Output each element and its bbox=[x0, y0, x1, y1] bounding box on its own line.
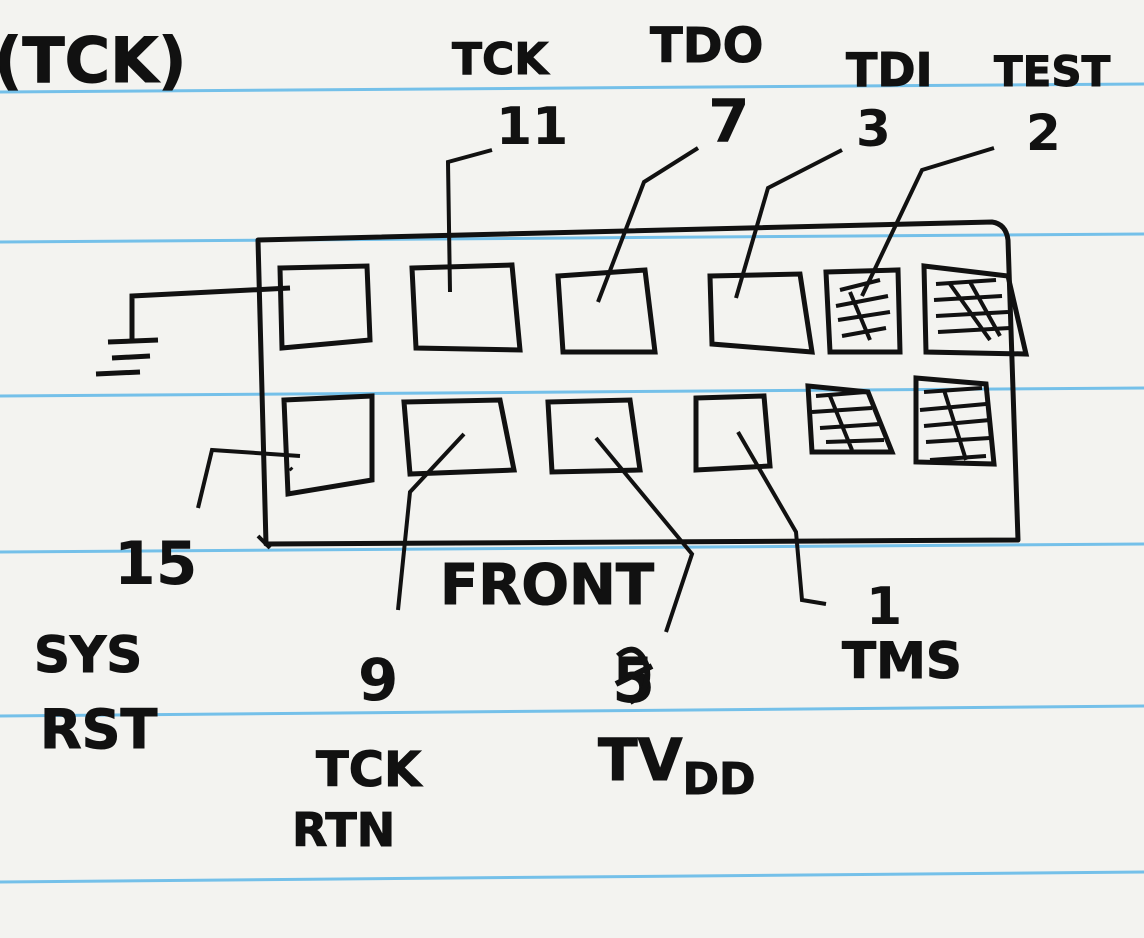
pin-socket-blocked-b bbox=[921, 263, 1030, 357]
leader-15 bbox=[196, 447, 301, 509]
strikethrough-scribble bbox=[614, 646, 654, 705]
pin-number-9: 9 bbox=[358, 646, 398, 714]
signal-label-tvdd: TVDD bbox=[598, 726, 756, 805]
leader-7 bbox=[596, 146, 700, 303]
top-pin-row bbox=[277, 262, 1030, 357]
bottom-leaders bbox=[196, 430, 827, 633]
rule-line bbox=[0, 704, 1144, 718]
outline-tick bbox=[256, 534, 272, 550]
rule-line bbox=[0, 870, 1144, 884]
hatch-mark bbox=[835, 278, 891, 341]
pin-socket-15 bbox=[281, 393, 375, 497]
scribble-stroke bbox=[614, 646, 654, 705]
pin-number-2: 2 bbox=[1026, 104, 1061, 162]
leader-2 bbox=[860, 146, 995, 297]
rule-line bbox=[0, 232, 1144, 244]
hatch-mark bbox=[919, 386, 991, 462]
signal-label-test: TEST bbox=[994, 47, 1111, 96]
ruled-lines bbox=[0, 82, 1144, 884]
signal-label-sys: SYS bbox=[34, 626, 142, 684]
pin-socket-3 bbox=[707, 271, 815, 355]
pin-number-3: 3 bbox=[856, 100, 891, 158]
pin-number-15: 15 bbox=[114, 529, 198, 599]
rule-line bbox=[0, 82, 1144, 94]
pin-socket-5 bbox=[545, 397, 643, 475]
top-leaders bbox=[445, 146, 995, 303]
header-note: (TCK) bbox=[0, 24, 187, 97]
signal-label-tv: TV bbox=[598, 726, 683, 794]
hatch-mark bbox=[933, 278, 1011, 342]
front-caption: FRONT bbox=[440, 553, 654, 618]
rule-line bbox=[0, 542, 1144, 554]
signal-label-rst: RST bbox=[40, 698, 157, 761]
leader-5 bbox=[594, 436, 695, 633]
pin-socket-blocked-d bbox=[913, 375, 997, 467]
pin-socket-blocked-c bbox=[805, 383, 896, 455]
socket-dot bbox=[288, 466, 294, 472]
ground-lead bbox=[129, 285, 291, 340]
pin-number-1: 1 bbox=[866, 577, 902, 637]
signal-label-dd-subscript: DD bbox=[682, 754, 755, 805]
ground-symbol bbox=[95, 285, 291, 377]
leader-3 bbox=[734, 148, 843, 299]
signal-label-tdo: TDO bbox=[650, 18, 763, 74]
signal-label-tck-rtn-line2: RTN bbox=[292, 803, 395, 857]
hatch-mark bbox=[811, 390, 885, 451]
ground-icon bbox=[95, 337, 159, 377]
leader-1 bbox=[736, 430, 827, 606]
pin-number-7: 7 bbox=[708, 87, 750, 157]
pin-socket-9 bbox=[401, 397, 518, 477]
leader-9 bbox=[396, 432, 466, 611]
signal-label-tms: TMS bbox=[842, 632, 962, 690]
pin-socket-11 bbox=[409, 262, 523, 353]
pin-number-11: 11 bbox=[496, 97, 568, 157]
signal-label-tdi: TDI bbox=[846, 43, 933, 97]
blocked-pin-hatching bbox=[811, 278, 1011, 462]
signal-label-tck: TCK bbox=[452, 34, 550, 85]
signal-label-tck-rtn-line1: TCK bbox=[316, 742, 423, 798]
pin-socket-top-ground bbox=[277, 263, 373, 351]
connector-outline bbox=[255, 219, 1021, 547]
bottom-pin-row bbox=[281, 375, 997, 497]
pin-socket-1 bbox=[693, 393, 773, 473]
leader-11 bbox=[445, 148, 493, 293]
pin-socket-7 bbox=[555, 267, 658, 355]
